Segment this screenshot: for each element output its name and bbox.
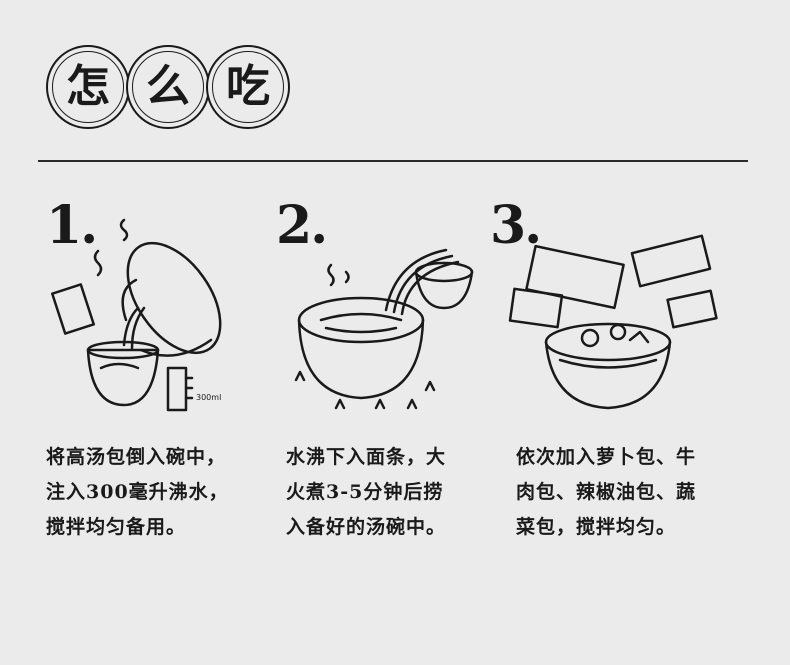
title-char-circle: 么 xyxy=(126,45,210,129)
step-number: 3. xyxy=(490,195,542,256)
step-number: 2. xyxy=(276,195,328,256)
cup-label: 300ml xyxy=(196,393,221,402)
cook-noodles-illustration xyxy=(294,248,474,410)
step-3-description: 依次加入萝卜包、牛 肉包、辣椒油包、蔬 菜包，搅拌均匀。 xyxy=(516,446,697,538)
step-2: 2. xyxy=(276,200,496,425)
step-1: 300ml 1. xyxy=(46,200,266,425)
title-divider xyxy=(38,160,748,162)
title-char-circle: 怎 xyxy=(46,45,130,129)
step-number: 1. xyxy=(46,195,98,256)
pour-broth-illustration: 300ml xyxy=(50,218,222,412)
add-packets-illustration xyxy=(508,234,718,410)
page-title: 怎 么 吃 xyxy=(46,45,290,135)
step-1-description: 将高汤包倒入碗中， 注入300毫升沸水， 搅拌均匀备用。 xyxy=(46,446,229,538)
title-char-circle: 吃 xyxy=(206,45,290,129)
step-3: 3. xyxy=(490,195,718,425)
step-2-description: 水沸下入面条，大 火煮3-5分钟后捞 入备好的汤碗中。 xyxy=(286,446,447,538)
